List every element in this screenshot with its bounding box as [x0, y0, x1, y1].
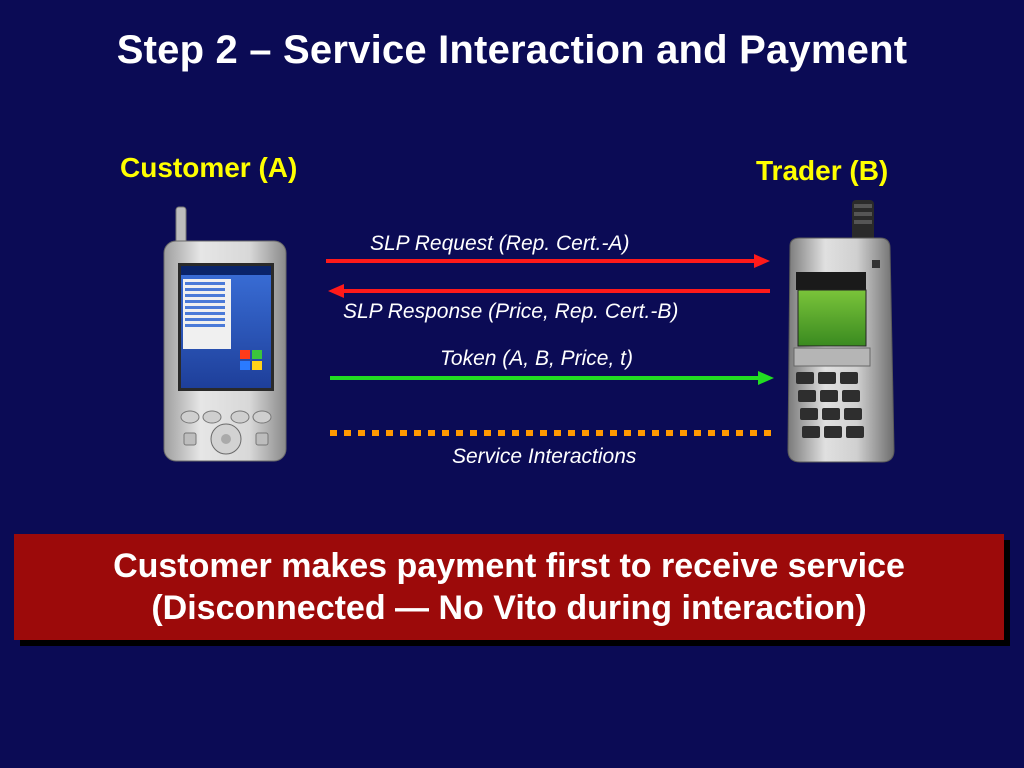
arrow-token: [330, 371, 774, 385]
banner-line-2: (Disconnected — No Vito during interacti…: [151, 589, 867, 627]
arrow-slp-request: [326, 254, 770, 268]
trader-label: Trader (B): [756, 155, 889, 186]
arrow-slp-response: [328, 284, 770, 298]
summary-banner: Customer makes payment first to receive …: [14, 534, 1004, 640]
customer-label: Customer (A): [120, 152, 298, 183]
message-slp-response: SLP Response (Price, Rep. Cert.-B): [343, 300, 679, 323]
slide-title: Step 2 – Service Interaction and Payment: [116, 28, 908, 72]
mobile-phone-icon: [787, 200, 895, 463]
message-slp-request: SLP Request (Rep. Cert.-A): [370, 232, 630, 255]
message-token: Token (A, B, Price, t): [440, 347, 633, 370]
message-service-interactions: Service Interactions: [452, 445, 637, 468]
banner-line-1: Customer makes payment first to receive …: [113, 547, 905, 585]
pda-device-icon: [163, 206, 287, 462]
